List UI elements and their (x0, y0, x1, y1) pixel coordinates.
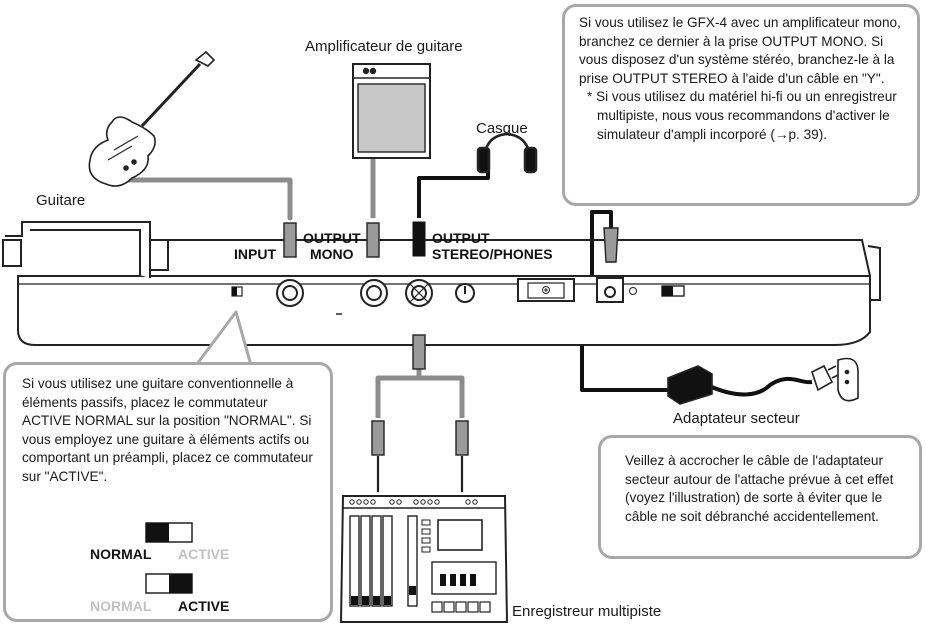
switch2-active-label: ACTIVE (178, 598, 230, 614)
input-label: INPUT (234, 246, 276, 262)
output-mono-label: OUTPUT MONO (303, 230, 361, 262)
switch1-normal-label: NORMAL (90, 546, 152, 562)
volume-knob[interactable] (455, 283, 475, 303)
amplifier-icon (352, 63, 431, 159)
switch-normal-illustration (145, 522, 193, 543)
recorder-label: Enregistreur multipiste (512, 603, 662, 620)
adapter-note: Veillez à accrocher le câble de l'adapta… (598, 435, 922, 559)
input-jack[interactable] (276, 279, 304, 307)
cable-hook (517, 278, 575, 302)
ac-adapter-label: Adaptateur secteur (673, 410, 800, 427)
guitar-icon (88, 50, 216, 187)
output-mono-jack[interactable] (360, 279, 388, 307)
stereo-note-asterisk: * Si vous utilisez du matériel hi-fi ou … (587, 89, 897, 142)
headphones-icon (476, 132, 538, 174)
guitar-label: Guitare (36, 192, 86, 209)
switch2-normal-label: NORMAL (90, 598, 152, 614)
headphones-label: Casque (476, 120, 528, 137)
dc-plug (603, 227, 619, 263)
stereo-note-text: Si vous utilisez le GFX-4 avec un amplif… (579, 15, 901, 86)
power-switch[interactable] (661, 285, 685, 297)
adapter-note-text: Veillez à accrocher le câble de l'adapta… (625, 453, 894, 524)
multitrack-recorder-icon (339, 420, 509, 623)
stereo-note: Si vous utilisez le GFX-4 avec un amplif… (562, 4, 920, 206)
output-stereo-jack[interactable] (405, 279, 433, 307)
amp-label: Amplificateur de guitare (305, 38, 463, 55)
active-normal-note-text: Si vous utilisez une guitare conventionn… (22, 376, 313, 484)
output-stereo-label: OUTPUT STEREO/PHONES (432, 230, 553, 262)
switch-active-illustration (145, 573, 193, 594)
guitar-cable (117, 177, 293, 221)
dc-jack[interactable] (596, 277, 637, 303)
active-normal-note: Si vous utilisez une guitare conventionn… (3, 362, 333, 622)
switch1-active-label: ACTIVE (178, 546, 230, 562)
stereo-plug (412, 221, 426, 257)
ac-adapter-icon (667, 357, 859, 405)
active-normal-switch[interactable] (231, 286, 243, 297)
